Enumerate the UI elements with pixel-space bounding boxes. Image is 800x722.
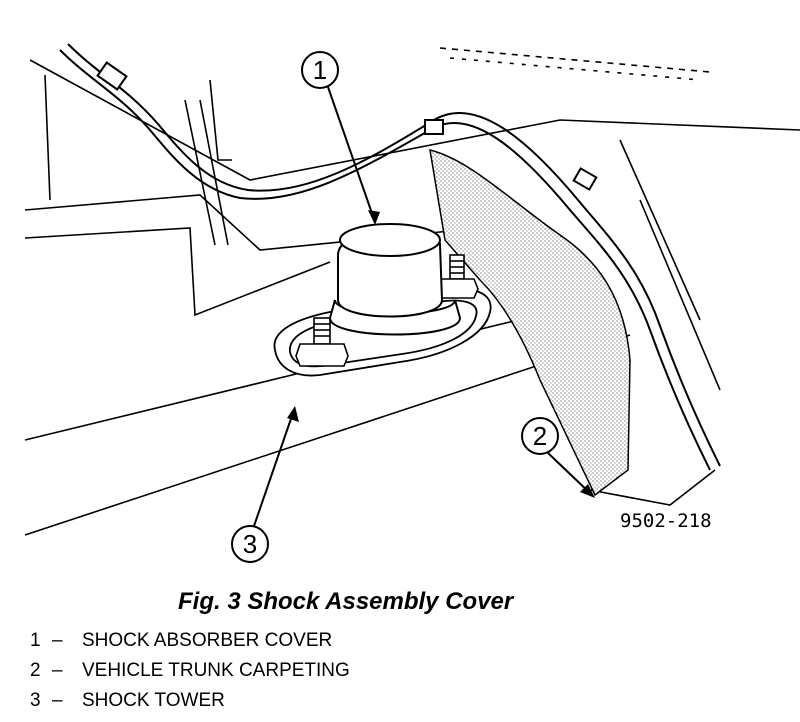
legend-item: 2–VEHICLE TRUNK CARPETING — [30, 656, 350, 686]
callout-2: 2 — [521, 417, 595, 498]
shock-absorber-cover — [328, 223, 462, 336]
callout-1: 1 — [301, 51, 380, 225]
legend-separator: – — [52, 630, 63, 651]
legend-number: 2 — [30, 660, 41, 681]
svg-text:2: 2 — [533, 421, 547, 451]
svg-text:1: 1 — [313, 55, 327, 85]
part-code: 9502-218 — [620, 510, 712, 532]
legend-label: SHOCK ABSORBER COVER — [82, 630, 333, 651]
body-structure — [24, 47, 800, 536]
legend-number: 3 — [30, 690, 41, 711]
legend-label: SHOCK TOWER — [82, 690, 225, 711]
legend-label: VEHICLE TRUNK CARPETING — [82, 660, 350, 681]
legend-separator: – — [52, 690, 63, 711]
wiring-harness — [59, 43, 721, 471]
legend-separator: – — [52, 660, 63, 681]
legend-item: 1–SHOCK ABSORBER COVER — [30, 626, 350, 656]
svg-text:3: 3 — [243, 529, 257, 559]
figure-caption: Fig. 3 Shock Assembly Cover — [178, 588, 514, 615]
shock-assembly-diagram: 1 2 3 9502-218 — [24, 43, 800, 563]
callout-3: 3 — [231, 406, 299, 563]
legend-item: 3–SHOCK TOWER — [30, 686, 350, 716]
legend-number: 1 — [30, 630, 41, 651]
legend: 1–SHOCK ABSORBER COVER 2–VEHICLE TRUNK C… — [30, 626, 350, 716]
mounting-studs — [295, 254, 479, 367]
trunk-carpeting — [429, 148, 631, 497]
